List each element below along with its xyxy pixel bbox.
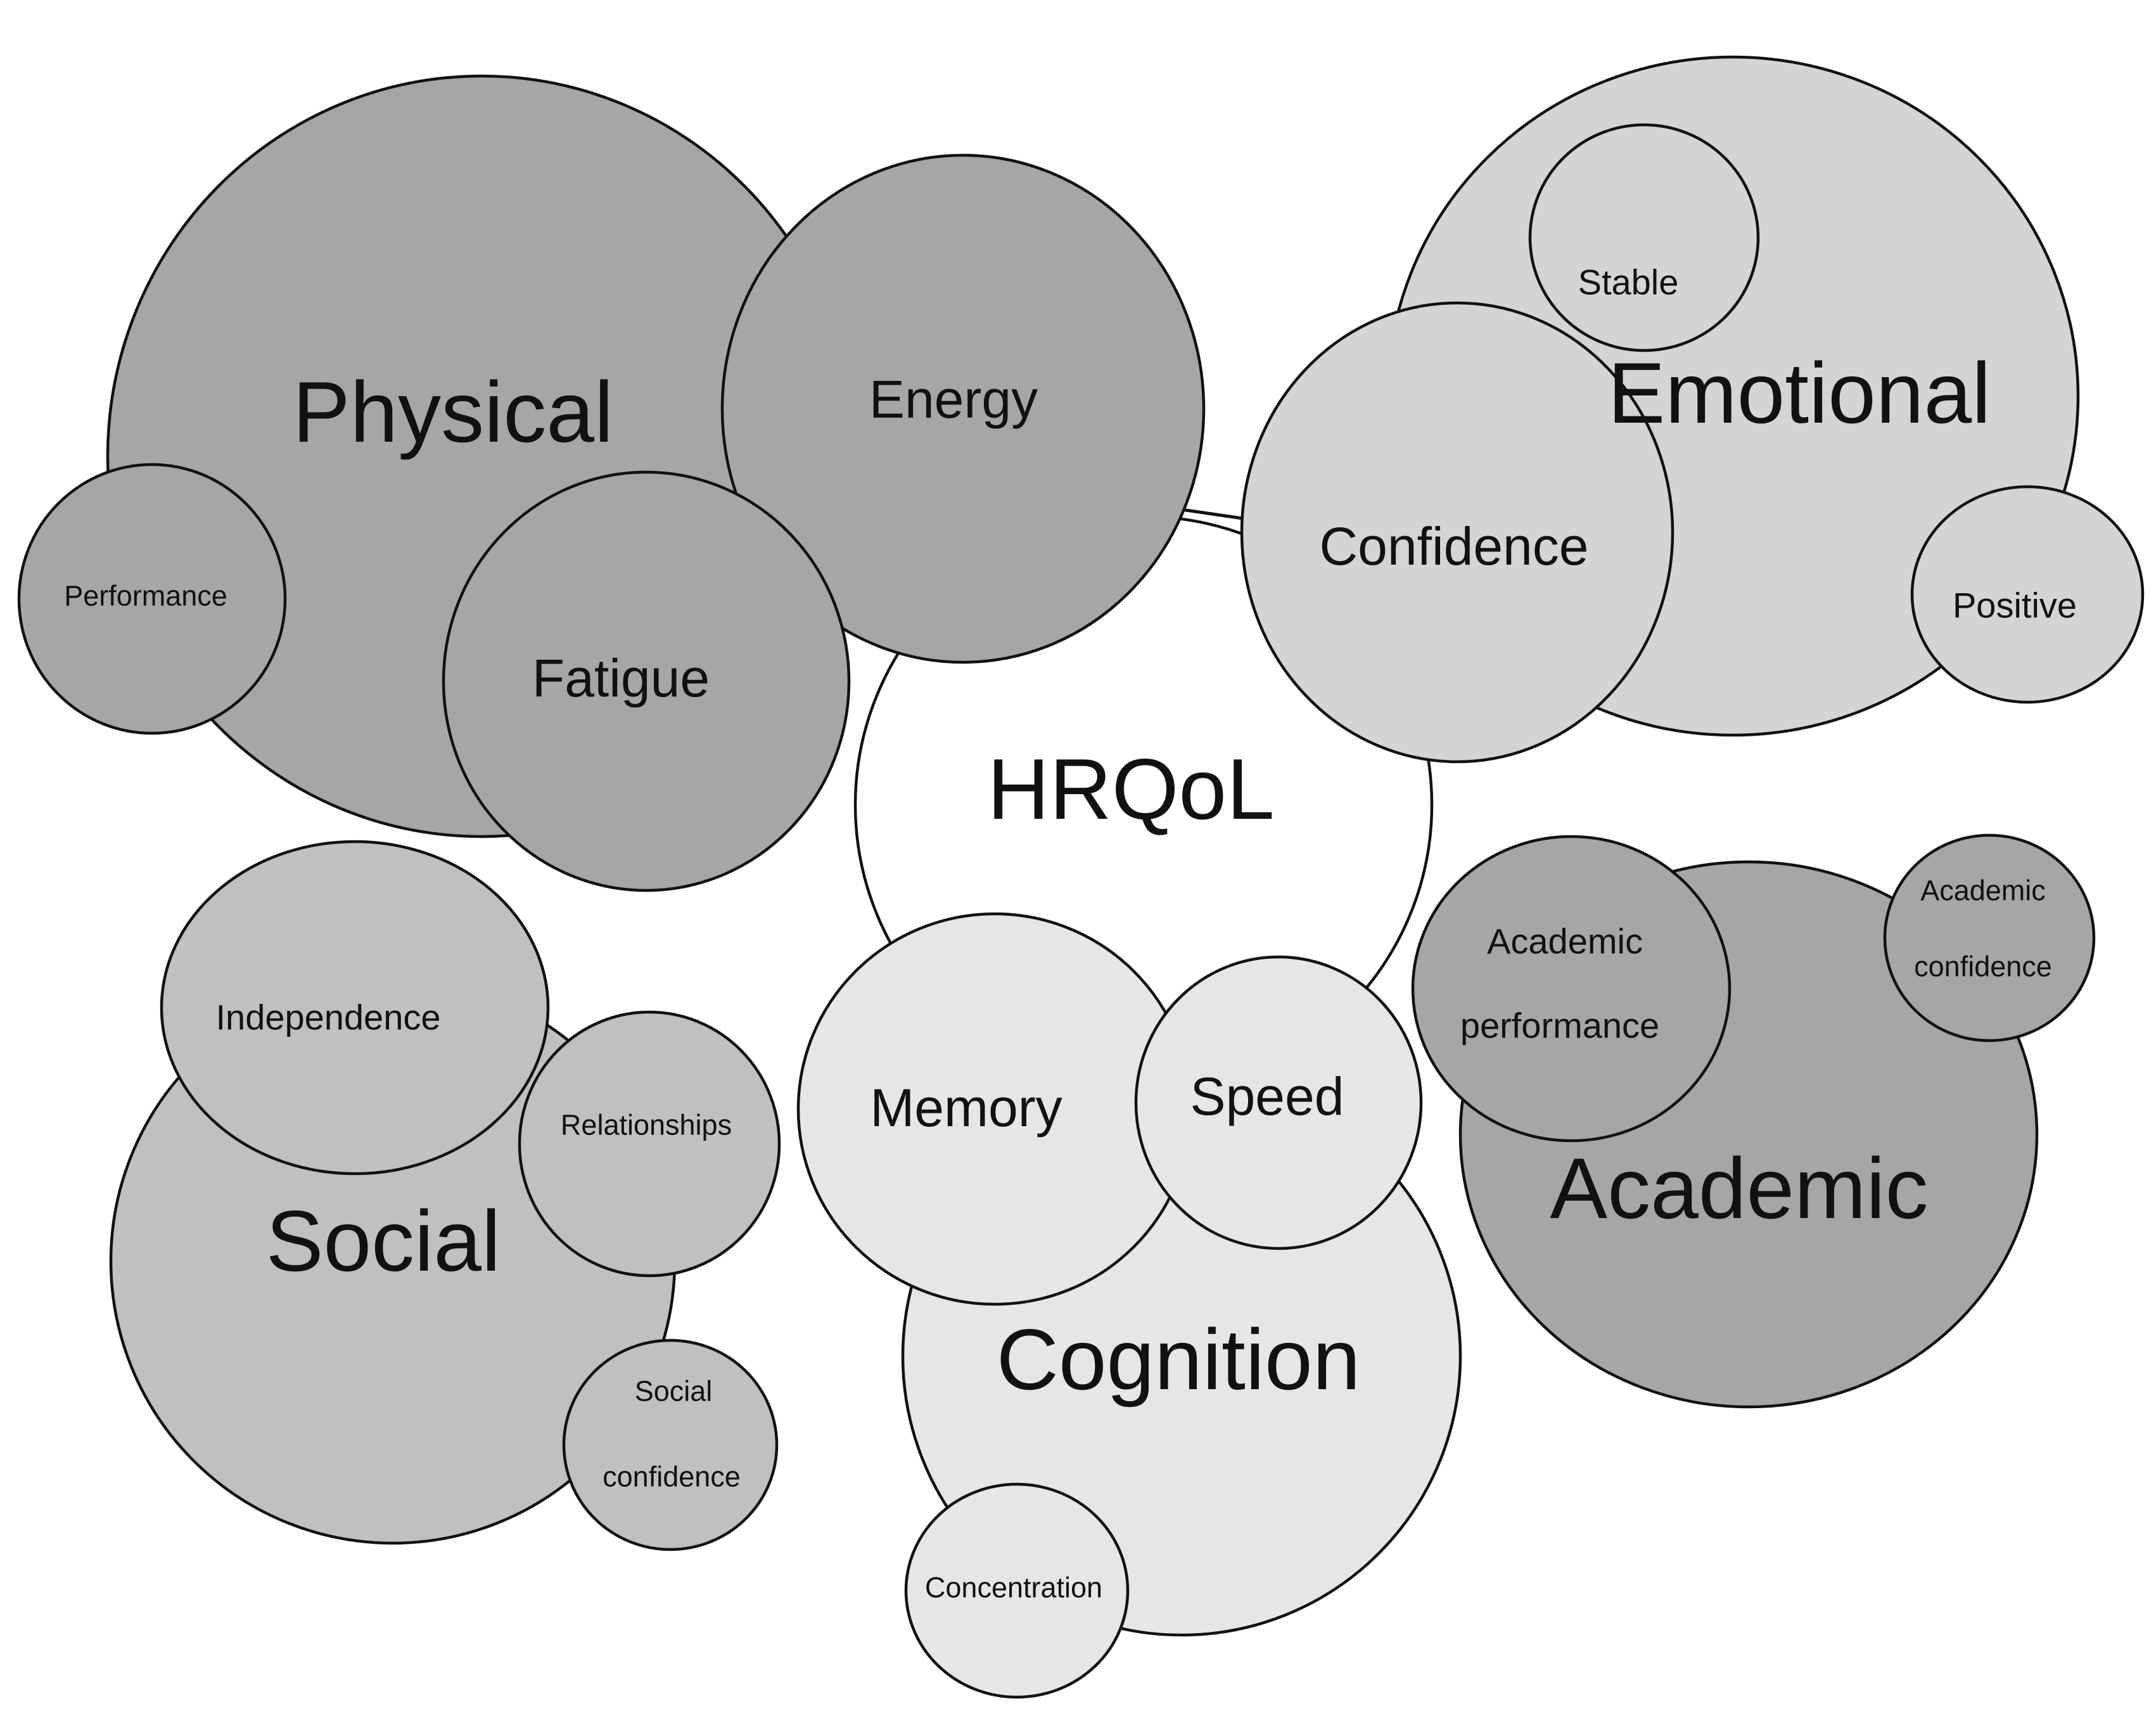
positive-bubble: [1910, 485, 2145, 704]
memory-label: Memory: [870, 1078, 1062, 1138]
social-confidence-label-line2: confidence: [603, 1461, 741, 1493]
academic-label: Academic: [1550, 1140, 1928, 1236]
positive-label: Positive: [1953, 586, 2077, 626]
physical-label: Physical: [293, 364, 613, 460]
performance-bubble: [17, 463, 287, 735]
cognition-cluster: Cognition Memory Speed Concentration: [796, 912, 1462, 1699]
academic-confidence-bubble: [1883, 833, 2096, 1043]
independence-bubble: [160, 840, 550, 1176]
independence-label: Independence: [215, 998, 440, 1037]
fatigue-label: Fatigue: [532, 648, 710, 708]
speed-label: Speed: [1190, 1067, 1344, 1126]
social-confidence-bubble: [562, 1338, 779, 1551]
academic-performance-bubble: [1411, 835, 1732, 1143]
academic-confidence-label-line1: Academic: [1920, 875, 2046, 907]
physical-cluster: Physical Energy Fatigue Performance: [17, 74, 1206, 892]
academic-confidence-label-line2: confidence: [1914, 951, 2052, 983]
fatigue-bubble: [442, 470, 851, 892]
confidence-label: Confidence: [1320, 516, 1589, 576]
stable-label: Stable: [1578, 262, 1679, 302]
academic-performance-label-line2: performance: [1460, 1006, 1659, 1046]
emotional-cluster: Emotional Stable Confidence Positive: [1240, 55, 2145, 764]
stable-bubble: [1528, 123, 1760, 352]
energy-label: Energy: [869, 369, 1038, 429]
relationships-label: Relationships: [561, 1109, 732, 1141]
emotional-label: Emotional: [1608, 345, 1991, 441]
energy-bubble: [720, 153, 1206, 664]
social-label: Social: [266, 1193, 501, 1289]
confidence-bubble: [1240, 301, 1674, 764]
speed-bubble: [1134, 955, 1423, 1250]
social-confidence-label-line1: Social: [635, 1375, 713, 1408]
cognition-label: Cognition: [997, 1311, 1361, 1408]
academic-performance-label-line1: Academic: [1487, 921, 1643, 961]
academic-cluster: Academic Academic performance Academic c…: [1411, 833, 2096, 1409]
concentration-bubble: [904, 1482, 1130, 1699]
relationships-bubble: [518, 1010, 781, 1278]
social-cluster: Social Independence Relationships Social…: [109, 840, 781, 1551]
hrqol-label: HRQoL: [987, 741, 1275, 837]
concentration-label: Concentration: [925, 1572, 1102, 1604]
performance-label: Performance: [64, 580, 227, 612]
